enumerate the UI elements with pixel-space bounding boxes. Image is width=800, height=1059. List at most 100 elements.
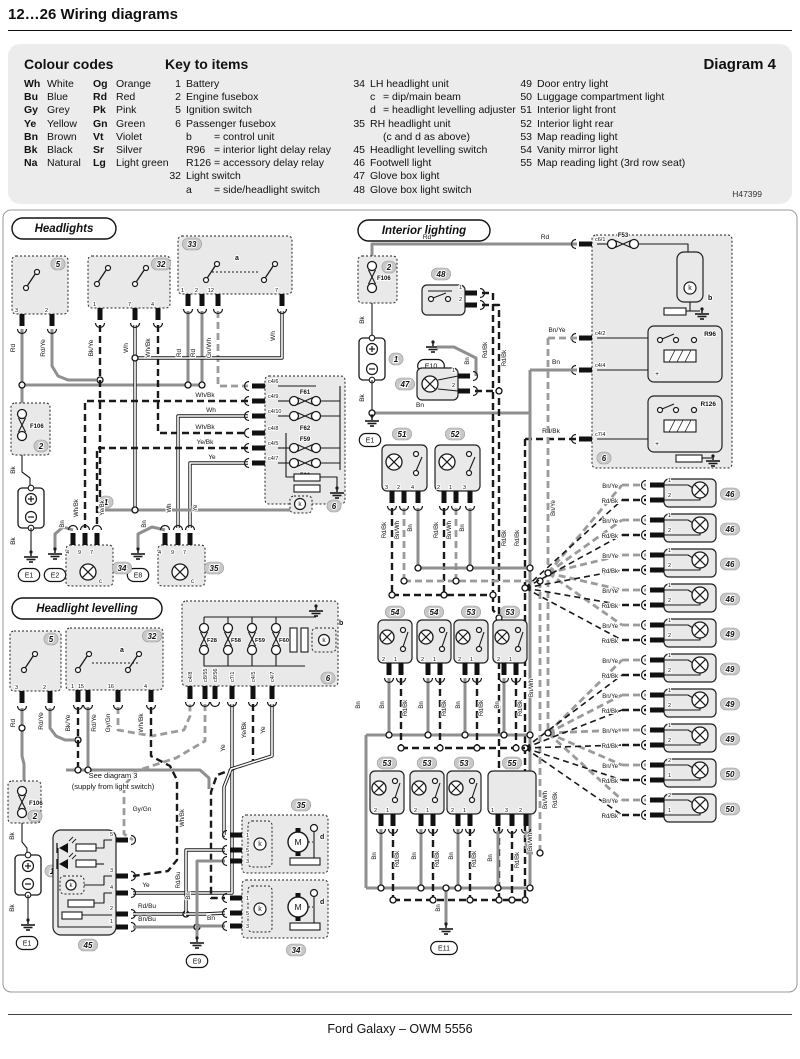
headlight-levelling-t: F58: [230, 637, 243, 645]
headlights-sw: [260, 260, 279, 284]
svg-text:1: 1: [668, 618, 671, 624]
interior-lighting-t: Bn: [464, 356, 472, 365]
headlight-levelling-w: [94, 892, 112, 904]
headlight-levelling-elabel: E1: [15, 935, 39, 951]
svg-text:Bn/Bu: Bn/Bu: [138, 916, 156, 923]
interior-lighting-t: Bn/Wh: [542, 790, 550, 810]
svg-text:Gy/Gn: Gy/Gn: [133, 806, 152, 813]
interior-lighting-c: [412, 469, 420, 477]
diagram-border: [2, 209, 798, 993]
interior-lighting-c: [465, 469, 473, 477]
svg-text:Rd: Rd: [541, 234, 550, 241]
headlights-res: [293, 473, 321, 482]
headlight-levelling-t: Wh/Bk: [179, 807, 187, 828]
headlight-levelling-badge: 2: [27, 809, 43, 823]
svg-text:c6/1: c6/1: [595, 237, 605, 243]
headlight-levelling-t: Bn: [206, 914, 216, 923]
svg-text:Wh/Bk: Wh/Bk: [195, 424, 215, 431]
svg-text:2: 2: [497, 657, 500, 663]
svg-text:2: 2: [414, 808, 417, 814]
svg-text:Bn: Bn: [465, 357, 471, 364]
interior-lighting-dot: [495, 896, 503, 904]
svg-text:Rd: Rd: [423, 234, 432, 241]
svg-text:Ye: Ye: [260, 726, 267, 734]
interior-lighting-cpin: c6/1: [570, 236, 606, 250]
headlight-levelling-res: [75, 859, 97, 868]
headlights-t: Wh/Bk: [194, 391, 216, 400]
svg-text:53: 53: [423, 759, 432, 768]
svg-text:b: b: [339, 620, 343, 627]
interior-lighting-gnd: [365, 414, 379, 427]
svg-text:k: k: [688, 285, 692, 292]
headlights-t: Wh/Bk: [73, 497, 81, 518]
svg-text:2: 2: [668, 793, 671, 799]
headlights-w: [95, 446, 248, 528]
headlights-badge: 2: [33, 439, 49, 453]
interior-lighting-c: [690, 406, 698, 414]
headlights-cpin: c4/5: [243, 440, 279, 454]
svg-text:15: 15: [78, 684, 84, 690]
interior-lighting-t: Rd/Bk: [514, 850, 522, 869]
headlight-levelling-kbulb: k: [317, 633, 331, 647]
interior-lighting-bulb: [438, 453, 456, 471]
svg-text:2: 2: [459, 297, 462, 303]
interior-lighting-t: Bn/Ye: [547, 326, 566, 335]
svg-text:9: 9: [171, 550, 174, 556]
svg-text:1: 1: [491, 808, 494, 814]
headlight-levelling-kbulb: k: [65, 879, 77, 891]
svg-text:Rd/Bk: Rd/Bk: [435, 850, 441, 867]
svg-text:1: 1: [463, 808, 466, 814]
svg-text:d: d: [320, 899, 324, 906]
headlight-levelling-t: Rd/Ye: [90, 713, 99, 733]
interior-lighting-pin: 1: [451, 367, 479, 382]
svg-text:2: 2: [32, 812, 38, 821]
headlight-levelling-t: Bk/Ye: [64, 713, 73, 732]
headlight-levelling-w: [186, 911, 226, 916]
svg-text:Bn: Bn: [552, 359, 560, 366]
svg-text:Rd/Bk: Rd/Bk: [602, 709, 619, 715]
svg-text:Rd/Ye: Rd/Ye: [38, 712, 45, 730]
interior-lighting-t: Bk: [358, 392, 367, 402]
interior-lighting-w: [482, 291, 495, 595]
key-item: b= control unit: [186, 130, 275, 143]
colour-codes-title: Colour codes: [24, 56, 114, 72]
headlight-levelling-t: Bk: [8, 830, 17, 840]
svg-text:Rd/Bk: Rd/Bk: [434, 521, 440, 538]
headlight-levelling-pin: 16: [107, 683, 124, 711]
svg-text:Bn: Bn: [495, 701, 501, 708]
headlight-levelling-bat: [14, 851, 42, 899]
svg-text:6: 6: [326, 674, 331, 683]
svg-text:Rd/Bk: Rd/Bk: [542, 428, 560, 435]
svg-text:35: 35: [297, 801, 306, 810]
svg-text:Bn/Ye: Bn/Ye: [602, 589, 618, 595]
headlights-w: [50, 329, 96, 382]
headlight-levelling-tri: [56, 852, 77, 869]
headlights-dot: [96, 506, 104, 514]
headlight-levelling-pin: 15: [77, 683, 94, 711]
interior-lighting-dot: [508, 896, 516, 904]
headlight-levelling-t: Bn: [185, 891, 193, 900]
headlight-levelling-t: b: [338, 619, 344, 628]
svg-text:47: 47: [400, 380, 410, 389]
svg-text:Bk: Bk: [9, 903, 16, 911]
headlights-pin: 7: [127, 301, 141, 329]
svg-text:3: 3: [505, 808, 508, 814]
headlights-gnd: [48, 547, 62, 560]
interior-lighting-dot: [521, 584, 529, 592]
headlights-pin: 4: [65, 524, 79, 557]
svg-text:c4/8: c4/8: [268, 426, 278, 432]
headlights-pin: 7: [274, 287, 288, 315]
svg-text:1: 1: [668, 583, 671, 589]
interior-lighting-title: Interior lighting: [357, 219, 491, 242]
svg-text:1: 1: [459, 285, 462, 291]
